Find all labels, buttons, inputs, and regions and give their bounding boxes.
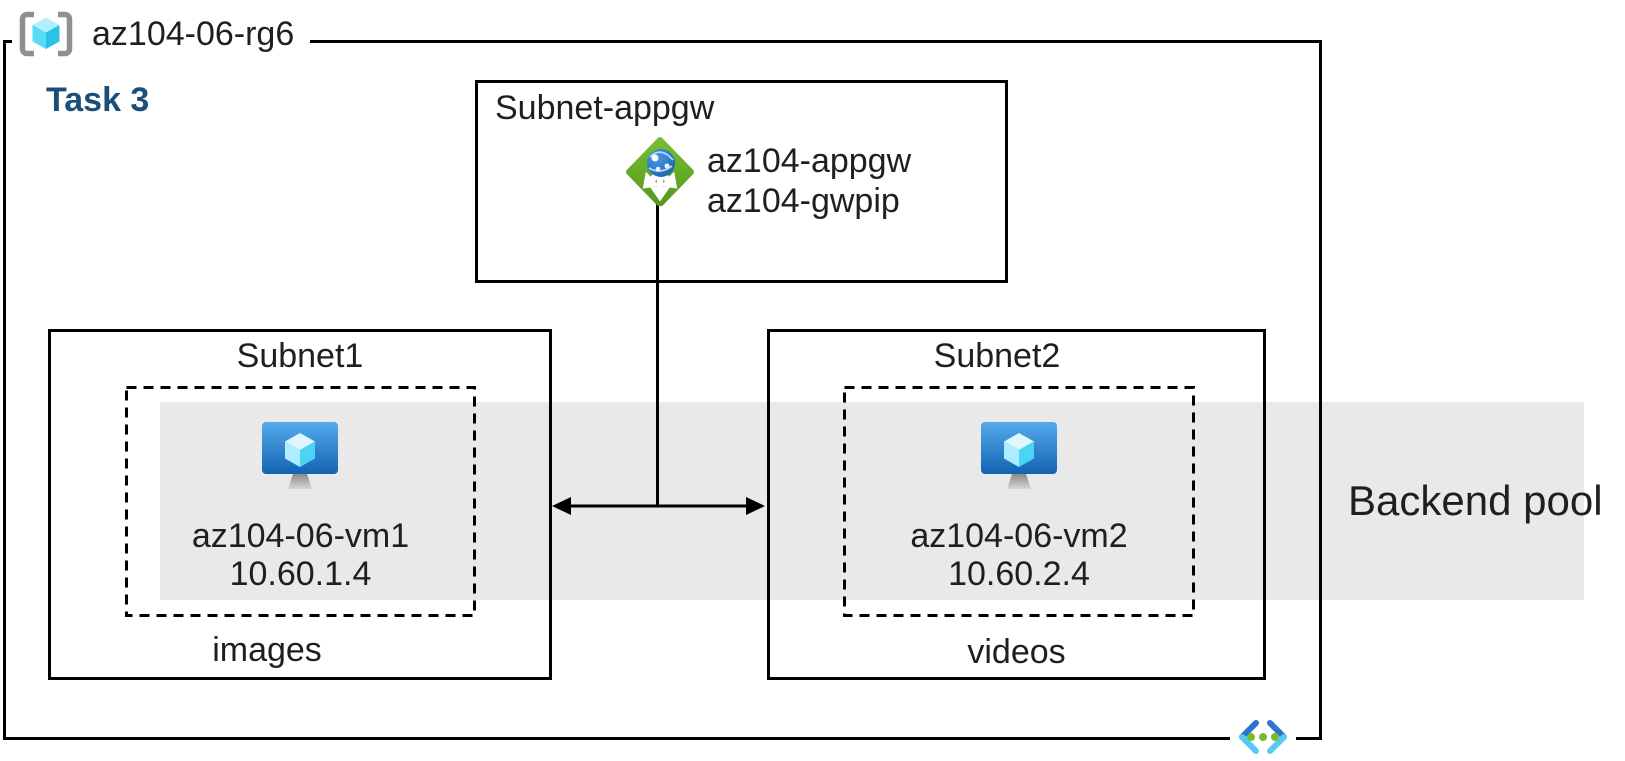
resource-group-box: [3, 40, 1322, 740]
virtual-machine-icon: [981, 422, 1057, 489]
vm2-ip: 10.60.2.4: [948, 555, 1090, 593]
subnet2-backend-dashed-box: [843, 386, 1195, 617]
subnet1-backend-dashed-box: [125, 386, 476, 617]
virtual-machine-icon: [262, 422, 338, 489]
gateway-public-ip-name: az104-gwpip: [707, 182, 900, 220]
subnet2-title: Subnet2: [933, 337, 1061, 375]
vm1-name: az104-06-vm1: [191, 517, 410, 555]
subnet1-container-label: images: [212, 631, 322, 669]
subnet-appgw-title: Subnet-appgw: [495, 89, 715, 127]
vm1-ip: 10.60.1.4: [229, 555, 372, 593]
application-gateway-names: az104-appgw az104-gwpip: [707, 141, 911, 221]
resource-group-name: az104-06-rg6: [92, 15, 295, 53]
resource-group-header: az104-06-rg6: [12, 7, 311, 61]
application-gateway-name: az104-appgw: [707, 142, 912, 180]
subnet2-box: [767, 329, 1266, 680]
backend-pool-label: Backend pool: [1348, 477, 1603, 524]
vm2-info: az104-06-vm2 10.60.2.4: [843, 517, 1195, 593]
subnet1-box: [48, 329, 552, 680]
task-label: Task 3: [46, 81, 150, 119]
subnet1-title: Subnet1: [236, 337, 364, 375]
vm1-info: az104-06-vm1 10.60.1.4: [125, 517, 476, 593]
subnet2-container-label: videos: [967, 633, 1066, 671]
subnet-appgw-box: [475, 80, 1008, 283]
backend-pool-band: [160, 402, 1584, 600]
resource-group-icon: [19, 11, 73, 57]
virtual-network-icon-wrap: [1230, 716, 1296, 758]
application-gateway-icon: [626, 137, 694, 206]
vm2-name: az104-06-vm2: [910, 517, 1128, 555]
virtual-network-icon: [1239, 720, 1287, 754]
